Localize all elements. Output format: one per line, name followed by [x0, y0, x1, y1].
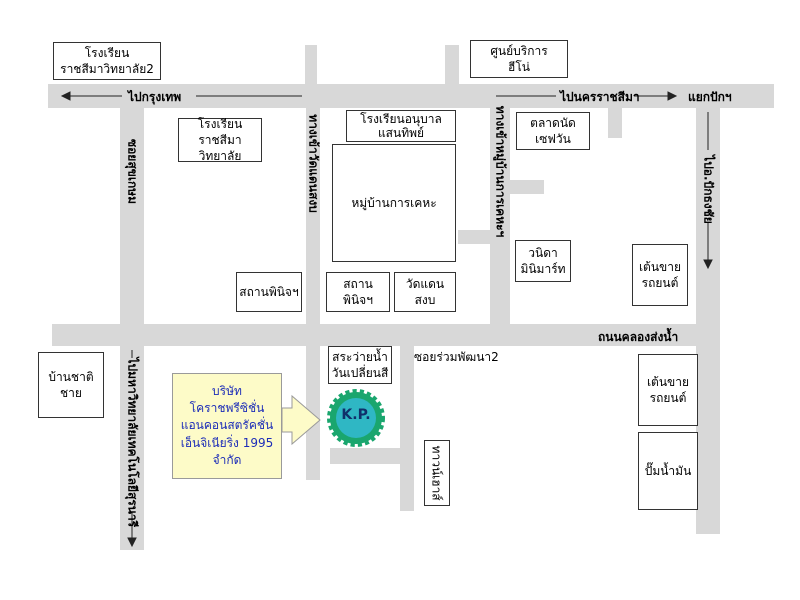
road-right: [696, 106, 720, 534]
place-school-top-line1: โรงเรียน: [84, 45, 130, 60]
place-house-label: บ้านชาติชาย: [48, 369, 94, 400]
road-label-bangkok: ไปกรุงเทพ: [128, 90, 182, 104]
road-spur-top-right: [445, 45, 459, 85]
road-spur-mart: [508, 180, 544, 194]
place-kinder-line2: แสนทิพย์: [377, 126, 425, 140]
place-kindergarten: โรงเรียนอนุบาล แสนทิพย์: [346, 110, 456, 142]
place-mart-line1: วนิดา: [528, 245, 558, 260]
company-line3: แอนคอนสตรัคชั่น: [180, 418, 274, 433]
place-pool-line1: สระว่ายน้ำ: [332, 349, 388, 364]
place-school-mid: โรงเรียน ราชสีมาวิทยาลัย: [178, 116, 262, 164]
place-funeral-mid: สถานพินิจฯ: [326, 272, 390, 312]
place-pool: สระว่ายน้ำ วันเปลี่ยนสี: [328, 346, 392, 384]
arrow-to-korat: [496, 91, 678, 101]
road-label-soi-left: ซอยสุขเกษม: [125, 138, 140, 205]
company-label-box: บริษัท โคราชพรีซิชั่น แอนคอนสตรัคชั่น เอ…: [172, 373, 282, 479]
place-kinder-line1: โรงเรียนอนุบาล: [360, 111, 442, 126]
place-townhouse: ทาวน์เฮาส์: [424, 440, 450, 506]
road-label-pattana: ซอยร่วมพัฒนา2: [414, 350, 499, 364]
road-spur-market: [608, 106, 622, 138]
place-pool-line2: วันเปลี่ยนสี: [331, 366, 389, 380]
place-service-line1: ศูนย์บริการ: [490, 43, 548, 58]
road-label-university: ไปมหาวิทยาลัยเทคโนโลยีสุรนารี: [125, 357, 140, 528]
road-label-korat: ไปนครราชสีมา: [560, 90, 640, 104]
place-house: บ้านชาติชาย: [38, 352, 104, 418]
place-car-dealer-1: เต้นขาย รถยนต์: [632, 244, 688, 306]
place-school-mid-line2: ราชสีมาวิทยาลัย: [198, 132, 242, 164]
place-car1-line2: รถยนต์: [641, 276, 679, 290]
place-service-center: ศูนย์บริการ ฮีโน่: [470, 40, 568, 78]
place-school-top-line2: ราชสีมาวิทยาลัย2: [60, 62, 154, 76]
road-label-junction: แยกปักฯ: [688, 90, 732, 104]
company-line2: โคราชพรีซิชั่น: [189, 400, 265, 415]
place-market: ตลาดนัด เซฟวัน: [516, 112, 590, 150]
place-market-line1: ตลาดนัด: [530, 115, 576, 130]
place-gas-label: ปั๊มน้ำมัน: [644, 463, 692, 478]
place-village-label: หมู่บ้านการเคหะ: [351, 195, 437, 210]
road-label-klong: ถนนคลองส่งน้ำ: [598, 330, 679, 344]
place-car1-line1: เต้นขาย: [638, 259, 682, 274]
road-label-soi-center-left: ทางเข้าวัดแดนสงบ: [306, 114, 321, 213]
place-minimart: วนิดา มินิมาร์ท: [515, 240, 571, 282]
arrow-to-pakthongchai: [703, 112, 713, 270]
road-pattana: [400, 345, 414, 511]
place-school-mid-line1: โรงเรียน: [197, 116, 243, 131]
company-line1: บริษัท: [212, 383, 242, 398]
place-service-line2: ฮีโน่: [508, 60, 530, 74]
place-temple: วัดแดนสงบ: [394, 272, 456, 312]
company-line5: จำกัด: [212, 453, 242, 468]
place-mart-line2: มินิมาร์ท: [520, 262, 566, 276]
arrow-to-bangkok: [60, 91, 302, 101]
road-spur-top-left: [305, 45, 317, 85]
arrow-to-company-icon: [281, 394, 321, 446]
place-car2-line2: รถยนต์: [649, 391, 687, 405]
arrow-to-university: [127, 350, 137, 548]
road-label-pakthongchai: ไปอ.ปักธงชัย: [701, 155, 716, 224]
place-funeral-mid-label: สถานพินิจฯ: [343, 276, 373, 307]
place-market-line2: เซฟวัน: [535, 132, 571, 146]
road-spur-village-east: [458, 230, 490, 244]
place-gas-station: ปั๊มน้ำมัน: [638, 432, 698, 510]
place-funeral-left: สถานพินิจฯ: [236, 272, 302, 312]
road-label-soi-center-right: ทางเข้าหมู่บ้านการเคหะฯ: [493, 105, 508, 238]
kp-logo: [327, 389, 385, 447]
place-funeral-left-label: สถานพินิจฯ: [239, 284, 299, 299]
road-soi-center-left: [306, 106, 320, 480]
kp-logo-text: K.P.: [341, 407, 371, 423]
place-temple-label: วัดแดนสงบ: [405, 276, 445, 307]
company-line4: เอ็นจิเนียริ่ง 1995: [180, 435, 274, 450]
road-pattana-branch: [330, 448, 402, 464]
place-school-top: โรงเรียน ราชสีมาวิทยาลัย2: [53, 42, 161, 80]
place-car2-line1: เต้นขาย: [646, 374, 690, 389]
place-car-dealer-2: เต้นขาย รถยนต์: [638, 354, 698, 426]
road-soi-center-right: [490, 106, 510, 346]
place-village: หมู่บ้านการเคหะ: [332, 144, 456, 262]
road-klong: [52, 324, 720, 346]
